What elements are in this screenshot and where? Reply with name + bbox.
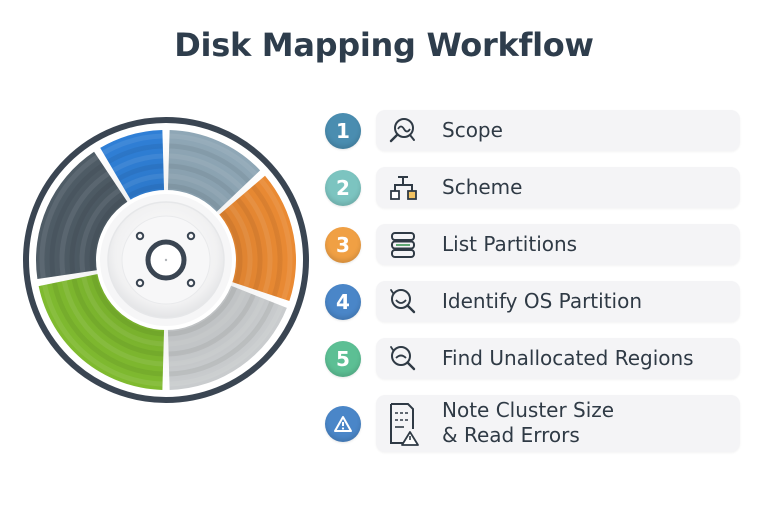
step-number-badge: 2 (325, 170, 361, 206)
step-label: Scheme (442, 175, 523, 199)
step-list-partitions[interactable]: 3 List Partitions (324, 224, 740, 265)
step-number-badge: 5 (325, 341, 361, 377)
step-scheme[interactable]: 2 Scheme (324, 167, 740, 208)
step-number-badge: 4 (325, 284, 361, 320)
step-note-cluster-size[interactable]: Note Cluster Size & Read Errors (324, 395, 740, 452)
step-card[interactable]: List Partitions (376, 224, 740, 265)
step-find-unallocated-regions[interactable]: 5 Find Unallocated Regions (324, 338, 740, 379)
step-number-badge: 1 (325, 113, 361, 149)
step-card[interactable]: Note Cluster Size & Read Errors (376, 395, 740, 452)
step-label: Find Unallocated Regions (442, 346, 694, 370)
search-face-icon (390, 289, 416, 314)
step-card[interactable]: Scope (376, 110, 740, 151)
step-label: Identify OS Partition (442, 289, 642, 313)
step-label-line-1: Note Cluster Size (442, 398, 615, 422)
magnifier-icon (389, 118, 415, 143)
warning-badge (325, 406, 361, 442)
step-label: List Partitions (442, 232, 578, 256)
document-warning-icon (390, 403, 419, 446)
page-title: Disk Mapping Workflow (174, 26, 594, 64)
step-card[interactable]: Find Unallocated Regions (376, 338, 740, 379)
step-number-badge: 3 (325, 227, 361, 263)
stack-list-icon (391, 232, 415, 258)
warning-icon (334, 416, 352, 432)
search-face-icon (390, 346, 416, 371)
step-label-line-2: & Read Errors (442, 423, 580, 447)
hierarchy-icon (390, 176, 417, 200)
outer-ring (23, 117, 309, 403)
disk-partition-wheel (23, 117, 309, 403)
step-card[interactable]: Scheme (376, 167, 740, 208)
step-identify-os-partition[interactable]: 4 Identify OS Partition (324, 281, 740, 322)
step-label: Scope (442, 118, 503, 142)
step-scope[interactable]: 1 Scope (324, 110, 740, 151)
step-card[interactable]: Identify OS Partition (376, 281, 740, 322)
